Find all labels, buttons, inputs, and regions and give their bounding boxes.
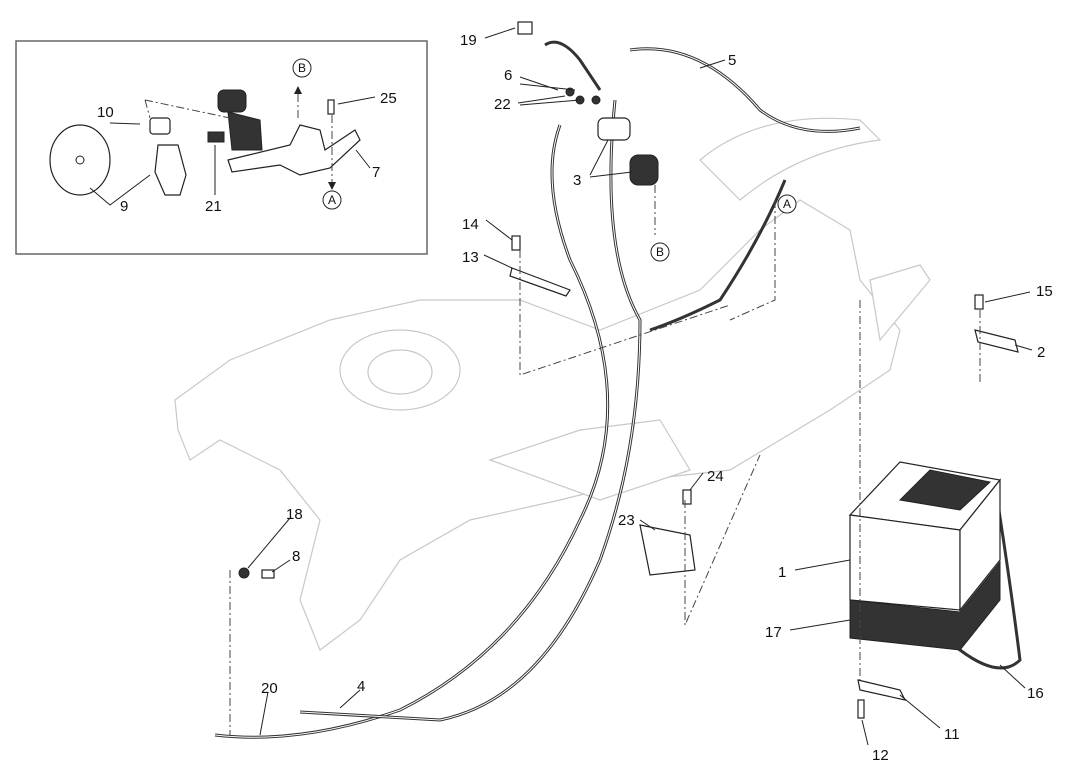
- part-18-washer: [238, 567, 250, 579]
- callout-9: 9: [120, 198, 128, 215]
- callout-13: 13: [462, 249, 479, 266]
- callout-10: 10: [97, 104, 114, 121]
- callout-14: 14: [462, 216, 479, 233]
- callout-24: 24: [707, 468, 724, 485]
- callout-11: 11: [944, 726, 960, 743]
- switch: [154, 144, 187, 196]
- parts: [238, 21, 1019, 719]
- callout-15: 15: [1036, 283, 1053, 300]
- part-2-bracket: [974, 329, 1019, 353]
- ref-b: B: [656, 245, 664, 259]
- callout-8: 8: [292, 548, 300, 565]
- callout-16: 16: [1027, 685, 1044, 702]
- part-13-tie: [509, 267, 571, 297]
- callout-7: 7: [372, 164, 380, 181]
- callout-23: 23: [618, 512, 635, 529]
- cables: [214, 40, 1022, 739]
- part-19: [517, 21, 533, 35]
- part-12-screw: [857, 699, 865, 719]
- callout-21: 21: [205, 198, 222, 215]
- callout-6: 6: [504, 67, 512, 84]
- part-24-screw: [682, 489, 692, 505]
- bracket: [227, 124, 361, 176]
- callout-3: 3: [573, 172, 581, 189]
- callout-5: 5: [728, 52, 736, 69]
- part-3-boot: [629, 154, 659, 186]
- callout-18: 18: [286, 506, 303, 523]
- ref-b-circle: [292, 58, 312, 78]
- callout-17: 17: [765, 624, 782, 641]
- inset-ref-b: B: [298, 61, 306, 75]
- part-15-screw: [974, 294, 984, 310]
- part-23-bracket: [639, 524, 696, 576]
- subframe-outline: [174, 117, 931, 651]
- screw-25: [327, 99, 335, 115]
- callout-12: 12: [872, 747, 889, 764]
- callout-4: 4: [357, 678, 365, 695]
- ref-a-circle: [322, 190, 342, 210]
- part-3-relay: [597, 117, 631, 141]
- cover-disc: [49, 124, 111, 196]
- callout-25: 25: [380, 90, 397, 107]
- callout-22: 22: [494, 96, 511, 113]
- cap: [149, 117, 171, 135]
- part-11-bracket: [857, 679, 907, 701]
- callout-labels: 19 5 6 22 3 14 13 15 2 24 23 1 17 16 11 …: [261, 32, 1053, 764]
- callout-20: 20: [261, 680, 278, 697]
- ref-a: A: [783, 197, 791, 211]
- part-17-pad: [849, 560, 1001, 651]
- callout-19: 19: [460, 32, 477, 49]
- inset-detail: 10 25 7 9 21 B A: [15, 40, 428, 255]
- part-8-screw: [261, 569, 275, 579]
- callout-2: 2: [1037, 344, 1045, 361]
- leader-lines: [247, 27, 1033, 746]
- assembly-lines: [229, 185, 981, 735]
- inset-ref-a: A: [328, 193, 336, 207]
- relay: [217, 89, 247, 113]
- callout-1: 1: [778, 564, 786, 581]
- part-14-screw: [511, 235, 521, 251]
- part-1-battery: [848, 461, 1002, 612]
